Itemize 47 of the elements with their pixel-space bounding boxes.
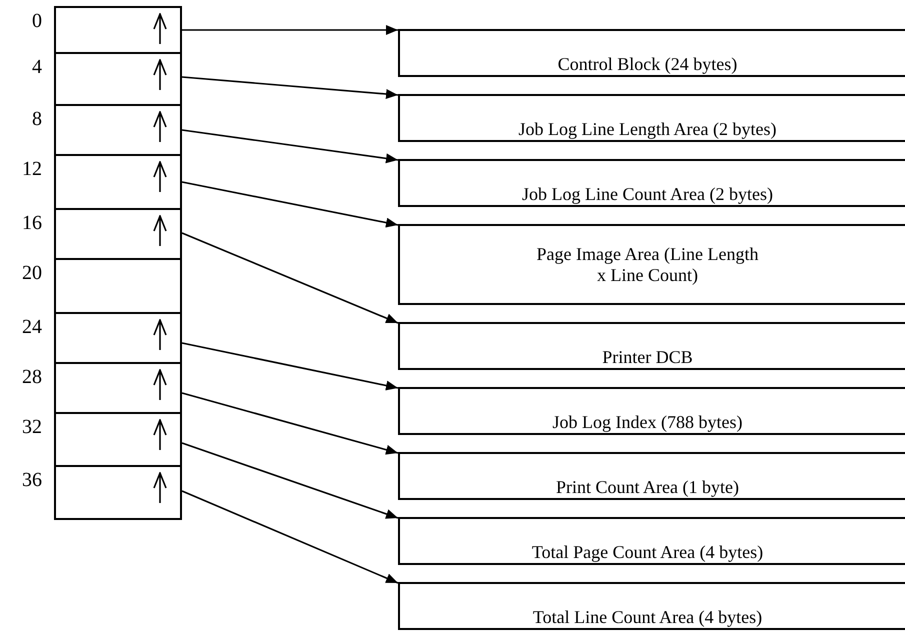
memory-slot <box>54 154 182 210</box>
memory-slot <box>54 258 182 314</box>
memory-slot <box>54 312 182 364</box>
offset-label: 8 <box>31 108 42 130</box>
pointer-arrow <box>182 129 398 164</box>
area-label: Print Count Area (1 byte) <box>555 477 740 498</box>
offset-label: 24 <box>21 316 42 338</box>
pointer-arrow <box>182 181 398 228</box>
pointer-arrow <box>182 232 398 324</box>
memory-area-box <box>398 452 905 500</box>
memory-area-box <box>398 94 905 142</box>
memory-area-box <box>398 582 905 630</box>
offset-label: 16 <box>21 212 42 234</box>
memory-slot <box>54 465 182 520</box>
memory-area-box <box>398 159 905 207</box>
pointer-arrow <box>182 392 398 455</box>
area-label: Page Image Area (Line Length x Line Count) <box>536 244 760 286</box>
pointer-arrow <box>182 76 398 99</box>
memory-area-box <box>398 387 905 435</box>
area-label: Total Line Count Area (4 bytes) <box>532 607 764 628</box>
offset-label: 4 <box>31 56 42 78</box>
memory-area-box <box>398 322 905 370</box>
pointer-arrow <box>182 442 398 519</box>
area-label: Job Log Line Length Area (2 bytes) <box>518 119 778 140</box>
memory-slot <box>54 208 182 260</box>
pointer-arrow <box>182 490 398 584</box>
area-label: Job Log Line Count Area (2 bytes) <box>521 184 774 205</box>
offset-label: 12 <box>21 158 42 180</box>
memory-slot <box>54 412 182 467</box>
offset-label: 0 <box>31 10 42 32</box>
memory-area-box <box>398 517 905 565</box>
memory-area-box <box>398 29 905 77</box>
area-label: Printer DCB <box>601 347 694 368</box>
pointer-arrow <box>182 25 398 35</box>
memory-area-box <box>398 224 905 305</box>
offset-label: 28 <box>21 366 42 388</box>
memory-slot <box>54 362 182 414</box>
offset-label: 32 <box>21 416 42 438</box>
offset-label: 20 <box>21 262 42 284</box>
area-label: Job Log Index (788 bytes) <box>552 412 744 433</box>
area-label: Total Page Count Area (4 bytes) <box>530 542 764 563</box>
memory-slot <box>54 104 182 156</box>
area-label: Control Block (24 bytes) <box>556 54 738 75</box>
pointer-arrow <box>182 342 398 390</box>
memory-slot <box>54 52 182 106</box>
memory-slot <box>54 6 182 54</box>
offset-label: 36 <box>21 469 42 491</box>
